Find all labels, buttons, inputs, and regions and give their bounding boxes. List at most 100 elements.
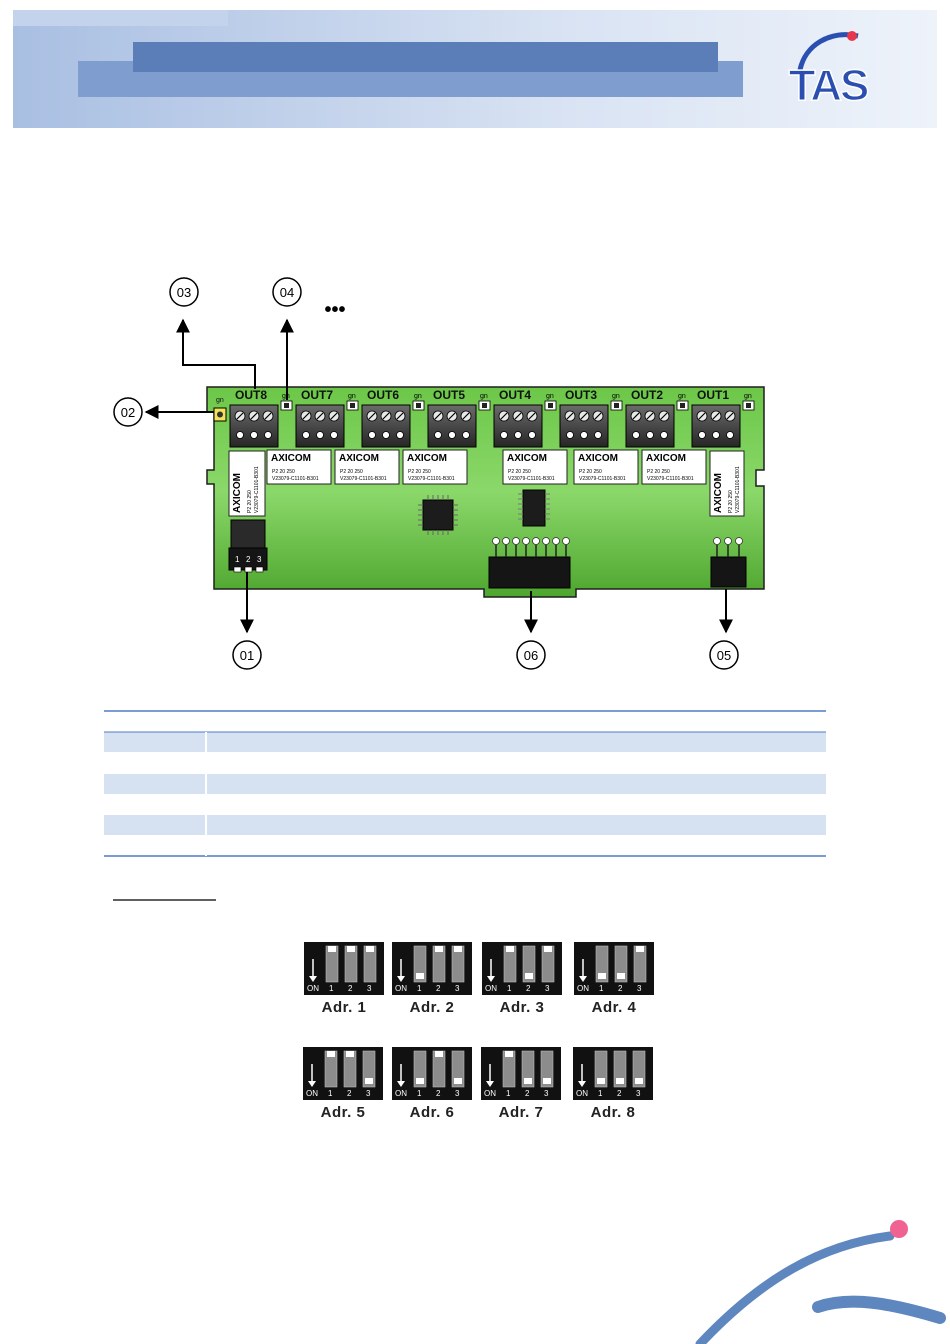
screw-terminal <box>493 404 543 448</box>
board-dip-number-2: 2 <box>246 555 251 564</box>
relay-line1: P2 20 250 <box>579 469 602 475</box>
dip-toggle: 1 <box>325 945 339 993</box>
output-out8: OUT8 <box>229 388 279 448</box>
dip-address-label: Adr. 4 <box>592 999 637 1016</box>
footer-decoration <box>695 1220 946 1344</box>
dip-number: 2 <box>526 984 531 993</box>
footer-swoosh-icon <box>695 1231 895 1344</box>
relay-line2-vertical-left: V23079-C1101-B301 <box>254 466 260 513</box>
relay-line1: P2 20 250 <box>408 469 431 475</box>
output-label: OUT6 <box>367 388 399 402</box>
relay-vertical-left: AXICOM P2 20 250 V23079-C1101-B301 <box>228 450 266 517</box>
dip-number: 3 <box>455 1089 460 1098</box>
dip-number: 1 <box>599 984 604 993</box>
dip-number: 2 <box>617 1089 622 1098</box>
dip-number: 2 <box>436 984 441 993</box>
led-label: gn <box>414 393 422 400</box>
dip-on-label: ON <box>576 1089 588 1098</box>
screw-terminal <box>295 404 345 448</box>
dip-toggle: 2 <box>614 945 628 993</box>
led-label: gn <box>546 393 554 400</box>
screw-terminal <box>625 404 675 448</box>
output-label: OUT7 <box>301 388 333 402</box>
dip-toggle: 1 <box>324 1050 338 1098</box>
dip-toggle: 3 <box>540 1050 554 1098</box>
relay-brand: AXICOM <box>578 453 618 464</box>
callout-04: 04 <box>272 277 302 307</box>
callout-01: 01 <box>232 640 262 670</box>
relay-line2: V23079-C1101-B301 <box>408 476 455 482</box>
dip-number: 1 <box>598 1089 603 1098</box>
callout-badges: 03 04 ••• 02 01 06 05 <box>113 277 739 670</box>
relay-line2: V23079-C1101-B301 <box>508 476 555 482</box>
arrow-down-icon <box>579 976 587 982</box>
relay-line1: P2 20 250 <box>340 469 363 475</box>
callout-05-label: 05 <box>717 648 731 663</box>
footer-dot-icon <box>890 1220 908 1238</box>
relay-vertical-right: AXICOM P2 20 250 V23079-C1101-B301 <box>709 450 745 517</box>
dip-toggle: 3 <box>633 945 647 993</box>
dip-address-label: Adr. 2 <box>410 999 455 1016</box>
dip-on-label: ON <box>306 1089 318 1098</box>
output-label: OUT5 <box>433 388 465 402</box>
callout-01-label: 01 <box>240 648 254 663</box>
dip-number: 1 <box>329 984 334 993</box>
dip-toggle: 2 <box>522 945 536 993</box>
callout-02: 02 <box>113 397 143 427</box>
arrow-down-icon <box>486 1081 494 1087</box>
board-dip-switch[interactable]: 1 2 3 <box>228 519 268 573</box>
led-label: gn <box>348 393 356 400</box>
header-band-dark <box>133 42 718 72</box>
dip-number: 3 <box>367 984 372 993</box>
dip-address-label: Adr. 1 <box>322 999 367 1016</box>
led-label: gn <box>678 393 686 400</box>
relay-line1: P2 20 250 <box>647 469 670 475</box>
relay-line2-vertical-right: V23079-C1101-B301 <box>735 466 741 513</box>
dip-on-label: ON <box>395 1089 407 1098</box>
dip-toggle: 1 <box>595 945 609 993</box>
dip-address-label: Adr. 8 <box>591 1104 636 1121</box>
relay-line2: V23079-C1101-B301 <box>340 476 387 482</box>
relay-line2: V23079-C1101-B301 <box>579 476 626 482</box>
dip-number: 1 <box>506 1089 511 1098</box>
callout-06: 06 <box>516 640 546 670</box>
dip-address-label: Adr. 5 <box>321 1104 366 1121</box>
relay-line2: V23079-C1101-B301 <box>647 476 694 482</box>
dip-number: 2 <box>525 1089 530 1098</box>
dip-number: 2 <box>348 984 353 993</box>
dip-toggle: 1 <box>503 945 517 993</box>
relay-brand-vertical-right: AXICOM <box>713 473 724 513</box>
output-label: OUT3 <box>565 388 597 402</box>
pcb-board <box>206 386 765 598</box>
output-out3: OUT3 gn <box>544 388 609 448</box>
dip-number: 1 <box>507 984 512 993</box>
status-led <box>544 400 557 411</box>
relay-line1: P2 20 250 <box>508 469 531 475</box>
dip-on-label: ON <box>395 984 407 993</box>
screw-terminal <box>559 404 609 448</box>
dip-toggle: 3 <box>362 1050 376 1098</box>
status-led <box>610 400 623 411</box>
dip-address-label: Adr. 3 <box>500 999 545 1016</box>
screw-terminal <box>691 404 741 448</box>
dip-toggle: 2 <box>521 1050 535 1098</box>
board-dip-number-1: 1 <box>235 555 240 564</box>
dip-toggle: 3 <box>363 945 377 993</box>
output-label: OUT2 <box>631 388 663 402</box>
dip-on-label: ON <box>307 984 319 993</box>
dip-number: 1 <box>417 984 422 993</box>
